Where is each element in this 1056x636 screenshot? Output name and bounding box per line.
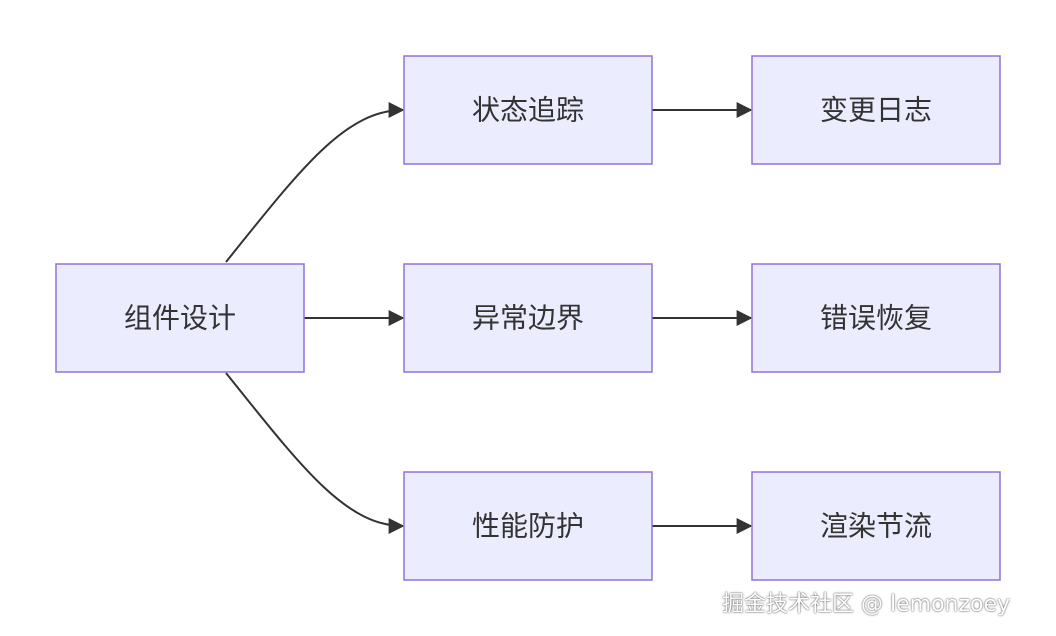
node-component-design: 组件设计 [55,263,305,373]
node-state-tracking: 状态追踪 [403,55,653,165]
node-label: 渲染节流 [820,510,932,543]
watermark: 掘金技术社区 @ lemonzoey [722,592,1011,617]
node-label: 变更日志 [820,94,932,127]
node-label: 错误恢复 [820,302,932,335]
node-label: 组件设计 [124,302,236,335]
node-error-boundary: 异常边界 [403,263,653,373]
node-change-log: 变更日志 [751,55,1001,165]
edges [225,102,753,534]
node-label: 异常边界 [472,302,584,335]
node-label: 状态追踪 [472,94,584,127]
node-error-recovery: 错误恢复 [751,263,1001,373]
edge-root-to-perf-guard [225,372,405,534]
edge-root-to-state-tracking [225,102,405,263]
node-render-throttle: 渲染节流 [751,471,1001,581]
node-label: 性能防护 [472,510,584,543]
node-performance-guard: 性能防护 [403,471,653,581]
